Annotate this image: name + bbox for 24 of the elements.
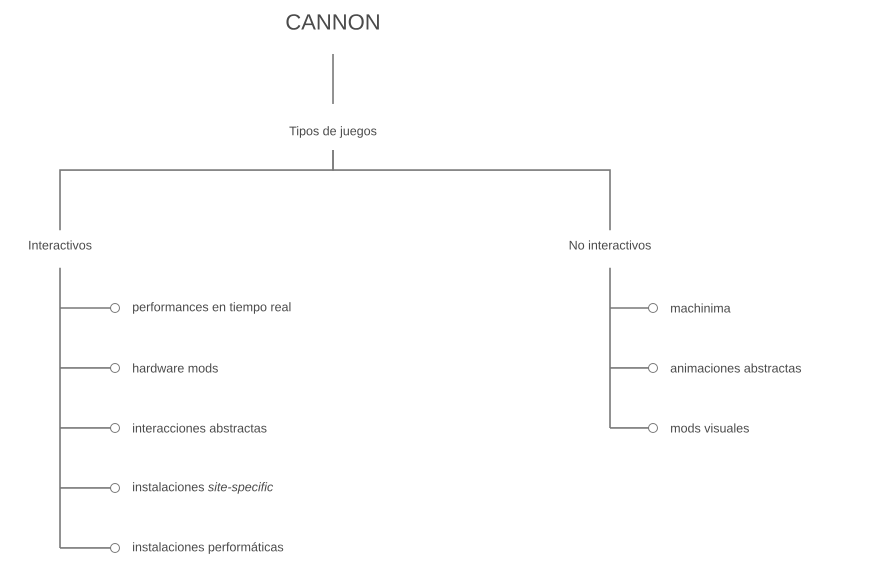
- branch-connector: [60, 362, 120, 373]
- bracket-connector: [332, 150, 611, 230]
- trunk-line: [59, 268, 61, 548]
- branch-connector: [60, 302, 120, 313]
- leaf-label: mods visuales: [671, 423, 749, 433]
- category-label: No interactivos: [570, 240, 651, 250]
- branch-connector: [610, 362, 658, 373]
- leaf-label: performances en tiempo real: [133, 302, 290, 314]
- category-label: Tipos de juegos: [289, 126, 376, 138]
- leaf-label: hardware mods: [133, 363, 218, 373]
- leaf-label: machinima: [671, 303, 731, 313]
- category-label: Interactivos: [29, 240, 92, 250]
- branch-connector: [60, 482, 120, 493]
- branch-connector: [60, 422, 120, 433]
- leaf-label: instalaciones performáticas: [133, 542, 284, 554]
- branch-connector: [60, 542, 120, 553]
- leaf-label: animaciones abstractas: [670, 363, 802, 373]
- trunk-line: [609, 268, 611, 428]
- branch-connector: [610, 422, 658, 433]
- leaf-label: interacciones abstractas: [133, 423, 267, 433]
- leaf-label: instalaciones site-specific: [133, 482, 274, 494]
- title-text: CANNON: [286, 14, 379, 30]
- branch-connector: [610, 302, 658, 313]
- connector-line: [332, 54, 334, 104]
